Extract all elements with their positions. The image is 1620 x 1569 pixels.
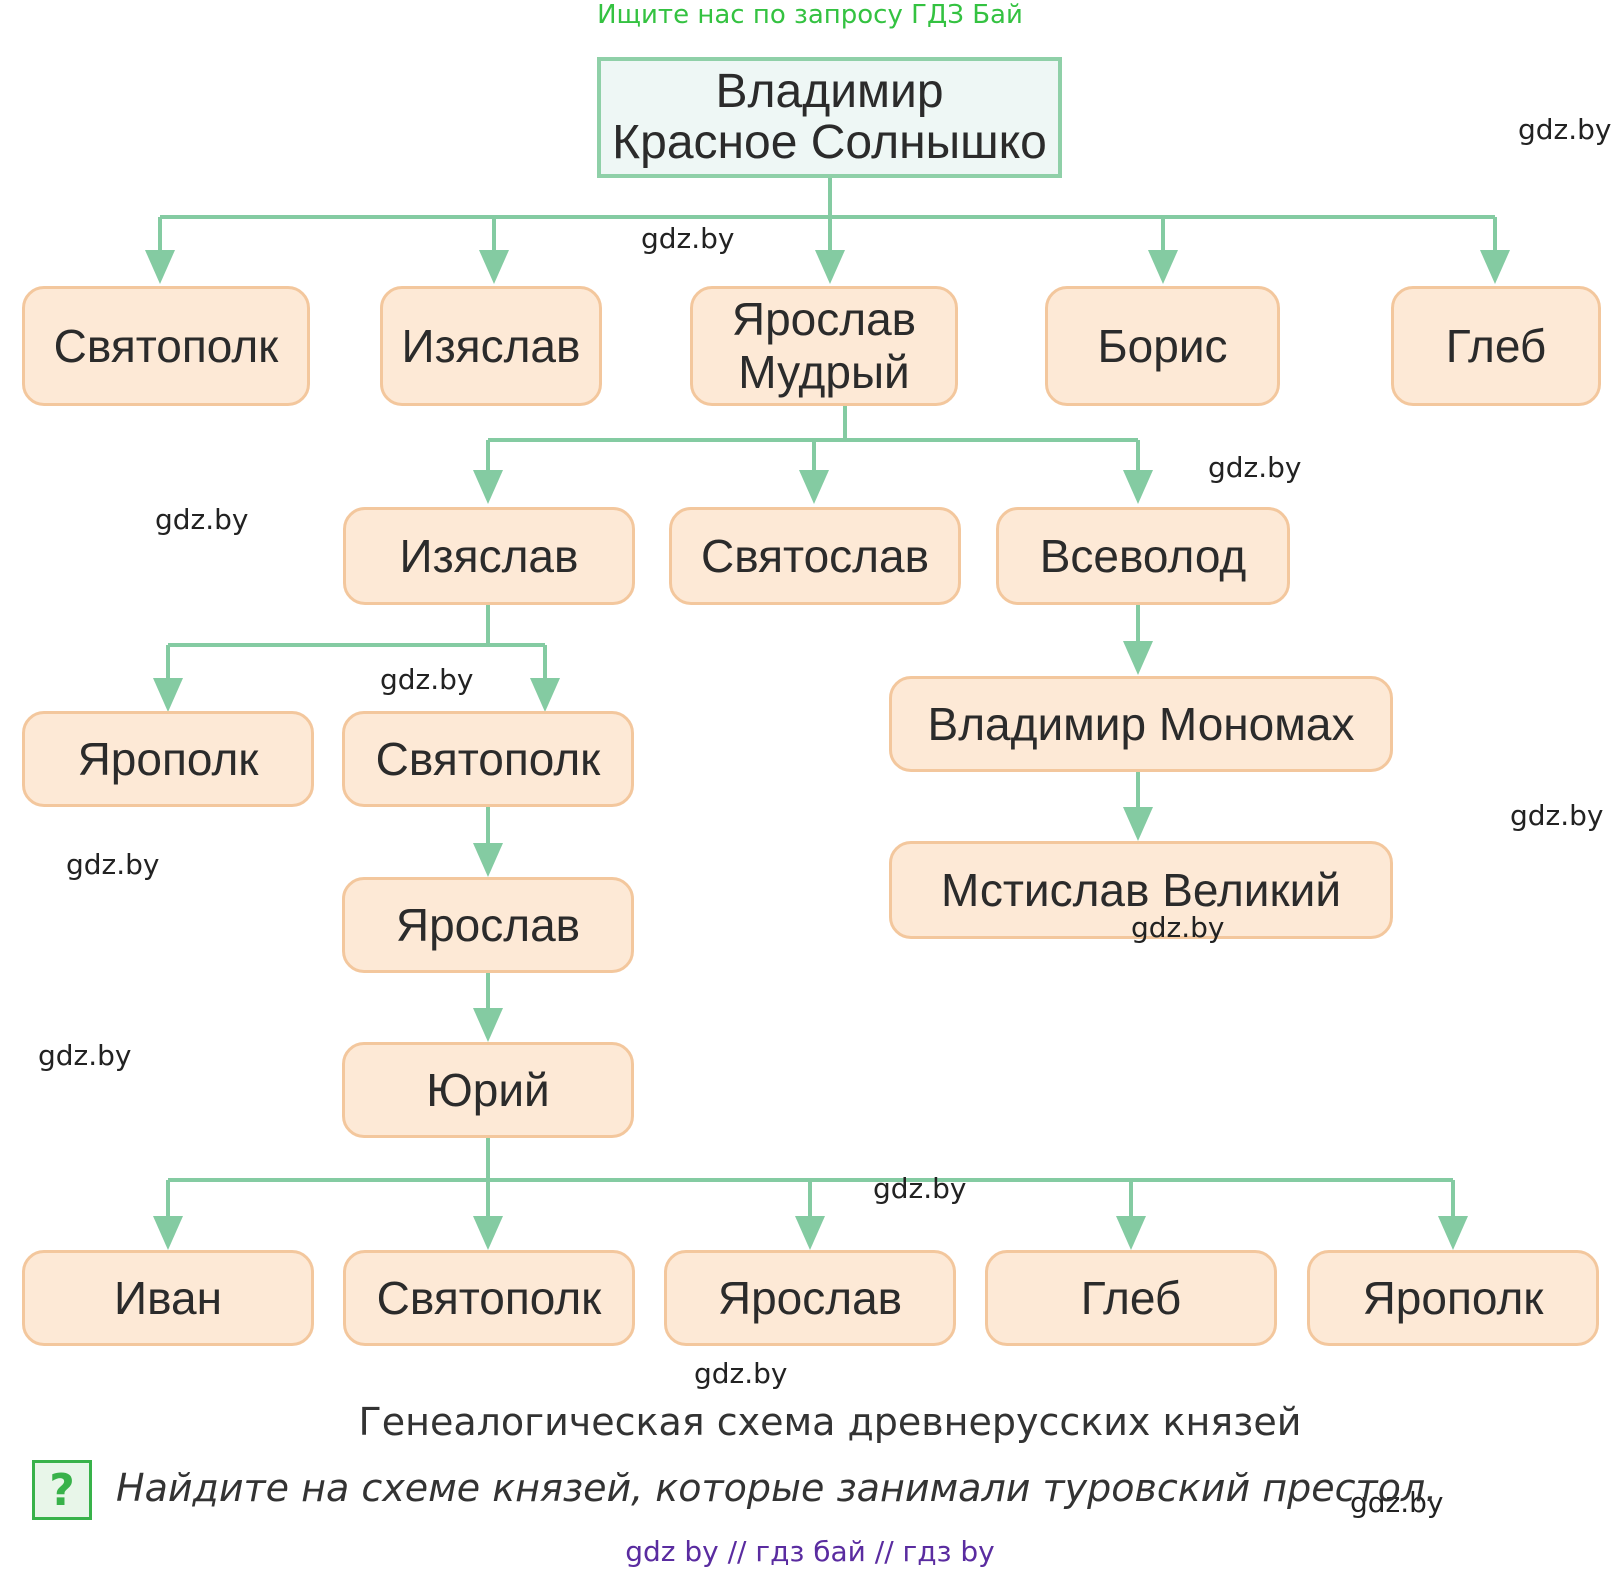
node-label: Святополк bbox=[53, 319, 279, 372]
arrowhead bbox=[1438, 1216, 1468, 1250]
watermark: gdz.by bbox=[1131, 911, 1225, 944]
node-mstislav-veliky: Мстислав Великий bbox=[889, 841, 1393, 939]
node-sviatopolk: Святополк bbox=[22, 286, 310, 406]
node-label: Ярослав bbox=[395, 898, 581, 951]
arrowhead bbox=[473, 470, 503, 504]
arrowhead bbox=[153, 1216, 183, 1250]
node-label: Изяслав bbox=[401, 319, 581, 372]
node-yaroslav-3: Ярослав bbox=[664, 1250, 956, 1346]
diagram-caption: Генеалогическая схема древнерусских княз… bbox=[358, 1400, 1302, 1444]
watermark: gdz.by bbox=[1208, 451, 1302, 484]
node-label: Глеб bbox=[1445, 319, 1547, 372]
task-text: Найдите на схеме князей, которые занимал… bbox=[116, 1466, 1438, 1510]
arrowhead bbox=[153, 678, 183, 712]
arrowhead bbox=[1123, 641, 1153, 675]
node-sviatopolk-2: Святополк bbox=[342, 711, 634, 807]
node-sviatopolk-3: Святополк bbox=[343, 1250, 635, 1346]
node-label: Владимир Мономах bbox=[927, 697, 1355, 750]
node-vladimir-monomakh: Владимир Мономах bbox=[889, 676, 1393, 772]
arrowhead bbox=[1480, 250, 1510, 284]
node-label: Глеб bbox=[1080, 1271, 1182, 1324]
node-gleb-2: Глеб bbox=[985, 1250, 1277, 1346]
arrowhead bbox=[1123, 470, 1153, 504]
watermark: gdz.by bbox=[641, 222, 735, 255]
root-line-2: Красное Солнышко bbox=[612, 115, 1047, 169]
node-yaroslav: Ярослав bbox=[342, 877, 634, 973]
node-sviatoslav: Святослав bbox=[669, 507, 961, 605]
watermark: gdz.by bbox=[1350, 1486, 1444, 1519]
root-line-1: Владимир bbox=[715, 65, 944, 119]
node-yaroslav-mudry: Ярослав Мудрый bbox=[690, 286, 958, 406]
node-iziaslav: Изяслав bbox=[380, 286, 602, 406]
node-yuri: Юрий bbox=[342, 1042, 634, 1138]
arrowhead bbox=[479, 250, 509, 284]
node-label: Юрий bbox=[426, 1063, 550, 1116]
node-label: Борис bbox=[1097, 319, 1228, 372]
node-vladimir-krasnoe-solnyshko: Владимир Красное Солнышко bbox=[597, 57, 1062, 178]
watermark: gdz.by bbox=[1510, 799, 1604, 832]
node-iziaslav-2: Изяслав bbox=[343, 507, 635, 605]
arrowhead bbox=[1123, 807, 1153, 841]
watermark: gdz.by bbox=[38, 1039, 132, 1072]
node-vsevolod: Всеволод bbox=[996, 507, 1290, 605]
node-label: Ярослав bbox=[717, 1271, 903, 1324]
arrowhead bbox=[473, 1216, 503, 1250]
watermark: gdz.by bbox=[380, 663, 474, 696]
node-label: Мстислав Великий bbox=[940, 863, 1342, 916]
node-label: Святополк bbox=[375, 732, 601, 785]
node-yaropolk-2: Ярополк bbox=[1307, 1250, 1599, 1346]
node-yaropolk: Ярополк bbox=[22, 711, 314, 807]
node-label: Иван bbox=[114, 1271, 222, 1324]
arrowhead bbox=[795, 1216, 825, 1250]
footer-links: gdz by // гдз бай // гдз by bbox=[625, 1535, 995, 1568]
node-boris: Борис bbox=[1045, 286, 1280, 406]
arrowhead bbox=[1116, 1216, 1146, 1250]
watermark: gdz.by bbox=[1518, 113, 1612, 146]
watermark: gdz.by bbox=[694, 1357, 788, 1390]
arrowhead bbox=[1148, 250, 1178, 284]
arrowhead bbox=[145, 250, 175, 284]
node-gleb: Глеб bbox=[1391, 286, 1601, 406]
node-ivan: Иван bbox=[22, 1250, 314, 1346]
node-label: Святополк bbox=[376, 1271, 602, 1324]
node-label: Изяслав bbox=[399, 529, 579, 582]
node-label: Ярополк bbox=[1362, 1271, 1544, 1324]
question-icon: ? bbox=[32, 1460, 92, 1520]
watermark: gdz.by bbox=[66, 848, 160, 881]
node-label: Ярослав Мудрый bbox=[731, 293, 917, 398]
node-label: Всеволод bbox=[1039, 529, 1247, 582]
node-label: Ярополк bbox=[77, 732, 259, 785]
arrowhead bbox=[530, 678, 560, 712]
arrowhead bbox=[799, 470, 829, 504]
arrowhead bbox=[473, 1008, 503, 1042]
search-banner: Ищите нас по запросу ГДЗ Бай bbox=[597, 0, 1023, 30]
arrowhead bbox=[473, 843, 503, 877]
watermark: gdz.by bbox=[873, 1172, 967, 1205]
arrowhead bbox=[815, 250, 845, 284]
watermark: gdz.by bbox=[155, 503, 249, 536]
node-label: Святослав bbox=[700, 529, 930, 582]
